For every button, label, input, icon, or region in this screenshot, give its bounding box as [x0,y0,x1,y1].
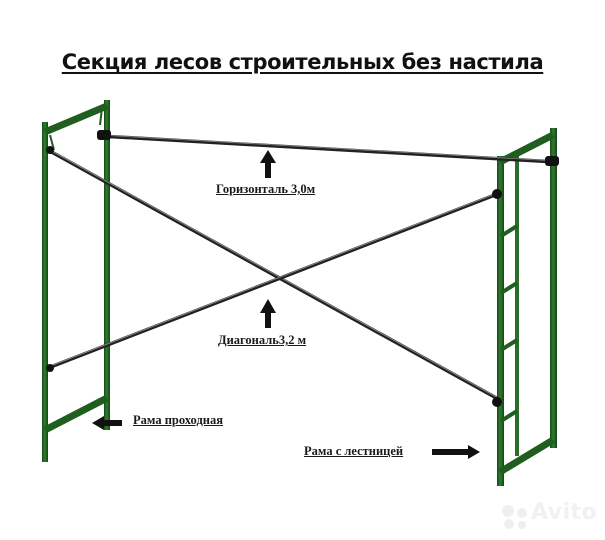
arrow-left-icon [92,416,122,430]
left-frame-top-bar [43,102,109,136]
right-frame-back-post [550,128,557,448]
left-frame-front-post [42,122,48,462]
label-ladder-frame: Рама с лестницей [304,444,404,458]
ladder-rungs [499,224,519,423]
arrow-up-icon [260,299,276,328]
ladder-rail [515,156,519,456]
left-frame-bottom-bar [43,394,109,434]
left-frame-back-post [104,100,110,430]
ladder-frame [497,128,557,486]
pointer-arrows [92,150,480,459]
diagram-title: Секция лесов строительных без настила [61,50,544,74]
label-diagonal: Диагональ3,2 м [218,333,307,347]
label-horizontal: Горизонталь 3,0м [216,182,316,196]
walkthrough-frame [42,100,110,462]
diagonal-braces [46,146,502,407]
right-frame-top-bar [498,131,555,166]
arrow-up-icon [260,150,276,178]
right-frame-front-post [497,156,504,486]
watermark: Avito [531,500,598,525]
horizontal-brace [97,130,559,166]
label-walkthrough-frame: Рама проходная [133,413,223,427]
arrow-right-icon [432,445,480,459]
avito-logo-icon [502,505,527,529]
right-frame-bottom-bar [498,437,555,475]
